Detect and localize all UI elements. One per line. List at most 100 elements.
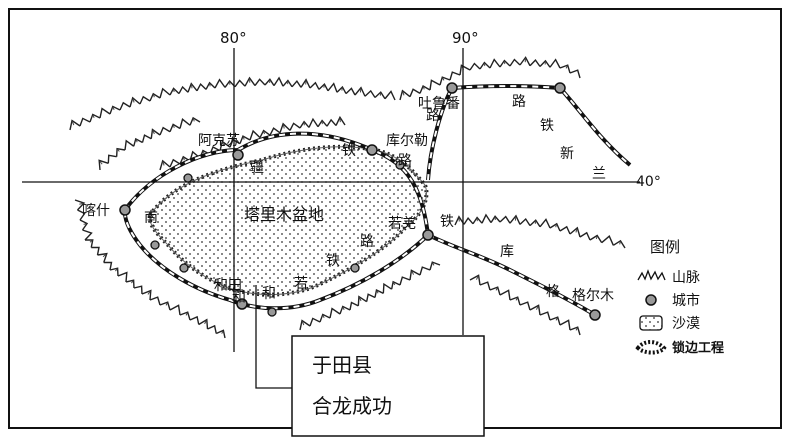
- mountain-icon: [619, 241, 621, 245]
- mountain-icon: [222, 142, 225, 147]
- city-label-turpan: 吐鲁番: [418, 96, 460, 112]
- railway-labels: 南 疆 铁 路 路 路 铁 新 兰 和 和 若 铁 路 铁 库 格: [144, 94, 606, 306]
- mountain-icon: [529, 219, 541, 228]
- city-label-korla: 库尔勒: [386, 133, 428, 149]
- mountain-icon: [204, 320, 207, 325]
- rail-char: 和: [232, 290, 246, 306]
- legend-label-desert: 沙漠: [672, 316, 700, 332]
- mountain-icon: [335, 115, 346, 126]
- mountain-icon: [322, 314, 325, 318]
- rail-char: 格: [546, 284, 560, 300]
- mountain-icon: [79, 202, 84, 205]
- rail-char: 铁: [342, 143, 356, 159]
- mountain-icon: [336, 85, 347, 94]
- rail-char: 库: [500, 244, 514, 260]
- mountain-icon: [365, 293, 376, 302]
- mountain-icon: [569, 226, 581, 238]
- mountain-icon: [124, 139, 135, 151]
- legend-label-city: 城市: [672, 292, 700, 309]
- mountain-icon: [509, 58, 521, 67]
- mountain-icon: [77, 209, 86, 221]
- mountain-icon: [317, 119, 328, 128]
- mountain-icon: [349, 301, 359, 311]
- city-dot-icon: [446, 82, 458, 94]
- mountain-icon: [109, 105, 121, 115]
- mountain-icon: [459, 64, 471, 76]
- mountain-icon: [273, 76, 284, 87]
- city-dot-icon: [422, 229, 434, 241]
- mountain-icon: [326, 118, 337, 127]
- mountain-icon: [89, 113, 101, 123]
- mountain-icon: [74, 199, 86, 211]
- lock-edge-icon: [635, 340, 667, 355]
- mountain-icon: [519, 217, 531, 226]
- mountain-icon: [479, 281, 491, 291]
- mountain-icon: [409, 269, 421, 281]
- mountain-icon: [442, 77, 445, 81]
- mountain-icon: [83, 223, 87, 225]
- mountain-icon: [219, 140, 231, 151]
- mountain-icon: [244, 76, 256, 87]
- mountain-icon: [529, 304, 541, 316]
- mountain-icon: [149, 92, 161, 102]
- mountain-icon: [97, 252, 108, 263]
- mountain-icon: [364, 89, 376, 98]
- rail-char: 南: [144, 210, 158, 226]
- mountain-icon: [345, 87, 356, 96]
- mountain-icon: [519, 56, 531, 67]
- mountain-icon: [439, 76, 451, 86]
- city-label-hotan: 和田: [214, 278, 242, 294]
- mountain-icon: [224, 80, 236, 88]
- mountain-icon: [469, 274, 481, 286]
- mountain-icon: [234, 79, 246, 88]
- mountain-icon: [263, 131, 265, 135]
- railway-ties: [123, 85, 631, 316]
- mountain-icon: [515, 297, 518, 301]
- rail-char: 路: [360, 234, 374, 250]
- mountain-icon: [422, 86, 425, 90]
- mountain-icon: [249, 129, 261, 141]
- rail-char: 铁: [440, 214, 454, 230]
- legend-title: 图例: [650, 238, 680, 256]
- mountain-icon: [125, 279, 135, 289]
- mountain-icon: [179, 118, 191, 129]
- callout-pointer: [255, 285, 292, 389]
- mountain-icon: [89, 239, 93, 243]
- mountain-icon: [135, 139, 138, 143]
- mountain-icon: [139, 95, 151, 105]
- mountain-icon: [133, 285, 143, 295]
- mountain-icon: [149, 296, 161, 306]
- mountain-icon: [119, 101, 131, 111]
- mountain-icon: [569, 326, 581, 336]
- legend-item-city: 城市: [645, 292, 700, 309]
- mountain-icon: [159, 301, 171, 311]
- mountain-icon: [301, 321, 305, 326]
- mountain-icon: [79, 117, 91, 127]
- mountain-icon: [221, 330, 224, 334]
- mountain-icon: [259, 129, 271, 138]
- mountain-icon: [133, 137, 143, 147]
- basin-label: 塔里木盆地: [244, 205, 324, 224]
- mountain-icon: [69, 119, 81, 131]
- mountain-icon: [475, 275, 479, 280]
- mountain-icon: [429, 79, 441, 91]
- mountain-icon: [300, 78, 311, 89]
- mountain-icon: [555, 317, 558, 321]
- mountain-icon: [282, 79, 293, 88]
- mountain-icon: [575, 228, 578, 233]
- mountain-icon: [559, 64, 571, 74]
- mountain-icon: [637, 269, 666, 281]
- city-ruoqiang: 若羌: [388, 216, 434, 241]
- mountain-icon: [187, 82, 198, 93]
- rail-char: 路: [512, 94, 526, 110]
- mountain-icon: [419, 266, 431, 276]
- longitude-label-90: 90°: [452, 29, 479, 47]
- rail-char: 铁: [326, 253, 340, 269]
- mountain-icon: [182, 157, 185, 161]
- mountain-icon: [98, 159, 109, 171]
- city-dot-icon: [645, 294, 657, 306]
- mountain-icon: [559, 225, 571, 235]
- city-korla: 库尔勒: [366, 133, 428, 156]
- mountain-icon: [595, 235, 598, 240]
